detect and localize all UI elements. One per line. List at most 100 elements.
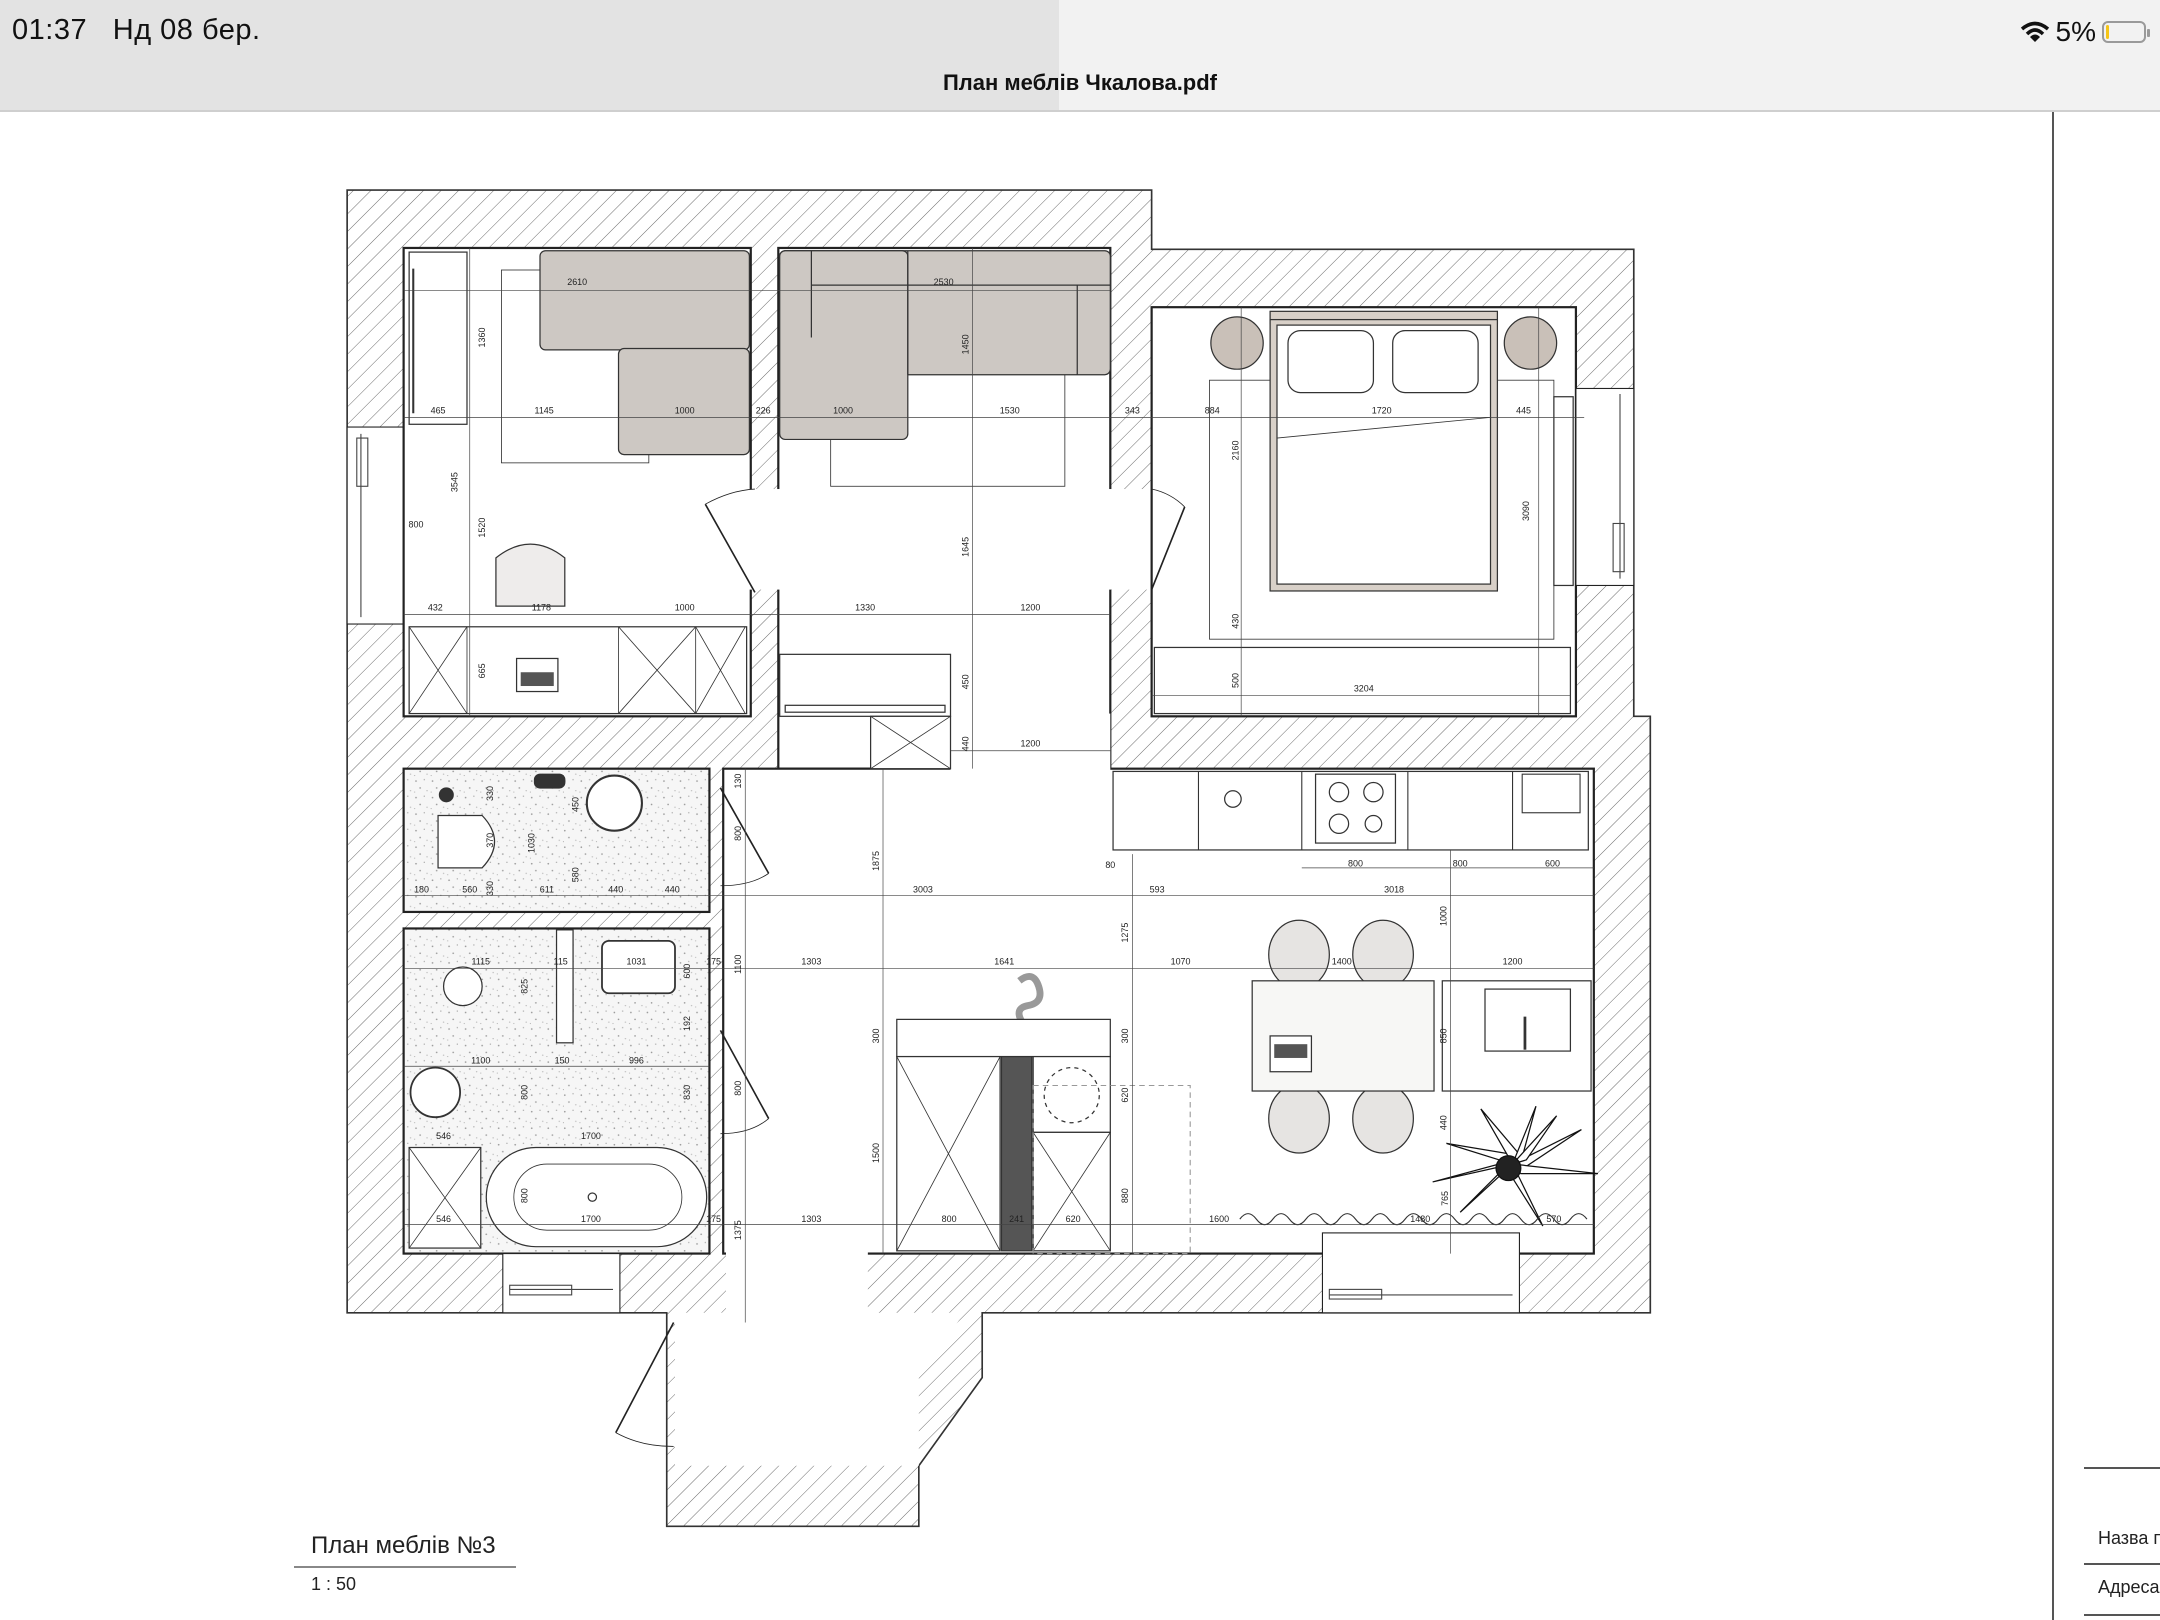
dimension-label: 800 xyxy=(1453,858,1468,868)
desk xyxy=(408,626,748,715)
dimension-label: 330 xyxy=(485,881,495,896)
dimension-label: 450 xyxy=(960,674,970,689)
dimension-label: 830 xyxy=(682,1085,692,1100)
door-wc xyxy=(719,787,770,874)
shower xyxy=(442,966,483,1007)
dimension-label: 226 xyxy=(756,405,771,415)
dimension-label: 370 xyxy=(485,833,495,848)
door-entrance xyxy=(615,1322,675,1434)
dimension-label: 3018 xyxy=(1384,885,1404,895)
dimension-lines xyxy=(403,247,1594,1323)
dimension-label: 593 xyxy=(1150,885,1165,895)
furniture xyxy=(408,250,1599,1255)
dimension-label: 800 xyxy=(520,1188,530,1203)
title-block-border xyxy=(2052,112,2054,1620)
dimension-label: 440 xyxy=(665,885,680,895)
dimension-label: 1000 xyxy=(1438,906,1448,926)
dimension-label: 1641 xyxy=(994,956,1014,966)
pillow xyxy=(1287,329,1375,394)
kitchen-sink xyxy=(1484,988,1572,1052)
title-block-name-label: Назва п xyxy=(2098,1528,2160,1548)
wardrobe-bedroom xyxy=(1153,646,1572,715)
shelf xyxy=(896,1018,1111,1058)
title-block-divider xyxy=(2084,1563,2160,1565)
dimension-label: 665 xyxy=(477,663,487,678)
dimension-label: 465 xyxy=(431,405,446,415)
dimension-label: 1500 xyxy=(871,1143,881,1163)
time-text: 01:37 xyxy=(12,14,88,46)
dimension-label: 3003 xyxy=(913,885,933,895)
dimension-label: 1720 xyxy=(1372,405,1392,415)
cooktop xyxy=(1314,773,1397,844)
dimension-label: 800 xyxy=(409,520,424,530)
plan-scale: 1 : 50 xyxy=(311,1574,357,1594)
dimension-label: 1700 xyxy=(581,1131,601,1141)
dimension-label: 1330 xyxy=(855,602,875,612)
wardrobe-office xyxy=(408,251,468,425)
dimension-label: 175 xyxy=(706,1214,721,1224)
battery-percent: 5% xyxy=(2055,16,2096,47)
dimension-label: 570 xyxy=(1546,1214,1561,1224)
dimension-label: 800 xyxy=(520,1085,530,1100)
dimension-label: 996 xyxy=(629,1055,644,1065)
date-text: Нд 08 бер. xyxy=(112,14,261,46)
dimension-label: 1200 xyxy=(1503,956,1523,966)
window-bathroom xyxy=(502,1253,621,1314)
dimension-label: 150 xyxy=(555,1055,570,1065)
sofa-living xyxy=(779,250,1111,441)
dimension-label: 1303 xyxy=(801,956,821,966)
battery-icon xyxy=(2102,21,2150,43)
plan-title-divider xyxy=(294,1566,516,1568)
dimension-label: 1070 xyxy=(1171,956,1191,966)
dimension-label: 1480 xyxy=(1410,1214,1430,1224)
dimension-label: 800 xyxy=(942,1214,957,1224)
dimension-label: 300 xyxy=(871,1028,881,1043)
dimension-label: 3090 xyxy=(1521,501,1531,521)
dimension-label: 343 xyxy=(1125,405,1140,415)
dimension-label: 800 xyxy=(733,1081,743,1096)
dimension-label: 1030 xyxy=(526,833,536,853)
toilet xyxy=(437,814,496,869)
door-bathroom xyxy=(719,1030,770,1119)
dimension-label: 546 xyxy=(436,1131,451,1141)
dimension-label: 800 xyxy=(733,826,743,841)
dimension-label: 80 xyxy=(1105,860,1115,870)
dimension-label: 192 xyxy=(682,1016,692,1031)
nightstand xyxy=(1503,316,1558,370)
dimension-label: 330 xyxy=(485,786,495,801)
dining-chairs xyxy=(1268,919,1414,1154)
status-indicators: 5% xyxy=(2020,16,2150,48)
dimension-label: 3545 xyxy=(449,472,459,492)
dimension-label: 450 xyxy=(571,797,581,812)
washing-machine xyxy=(1032,1055,1111,1133)
dimension-label: 180 xyxy=(414,885,429,895)
office-chair xyxy=(495,543,566,607)
drain xyxy=(438,787,454,803)
dimension-label: 1031 xyxy=(626,956,646,966)
dimension-label: 825 xyxy=(520,979,530,994)
door-office xyxy=(704,503,756,593)
dresser xyxy=(1553,396,1574,587)
dimension-label: 430 xyxy=(1230,614,1240,629)
dimension-label: 1450 xyxy=(960,334,970,354)
dimension-label: 884 xyxy=(1205,405,1220,415)
dimension-label: 1600 xyxy=(1209,1214,1229,1224)
dimension-label: 620 xyxy=(1120,1088,1130,1103)
dimension-label: 560 xyxy=(462,885,477,895)
dimension-label: 600 xyxy=(1545,858,1560,868)
dimension-label: 130 xyxy=(733,774,743,789)
dimension-label: 1645 xyxy=(960,537,970,557)
dimension-label: 1303 xyxy=(801,1214,821,1224)
windows-detail xyxy=(356,393,1625,1300)
dimension-label: 2530 xyxy=(934,277,954,287)
title-block-divider xyxy=(2084,1467,2160,1469)
dimension-label: 1275 xyxy=(1120,923,1130,943)
dimension-label: 880 xyxy=(1120,1188,1130,1203)
dimension-label: 115 xyxy=(554,956,568,966)
dimension-label: 1100 xyxy=(733,955,743,974)
dimension-label: 500 xyxy=(1230,673,1240,688)
wc-sink xyxy=(585,774,643,832)
dimension-label: 1520 xyxy=(477,518,487,538)
